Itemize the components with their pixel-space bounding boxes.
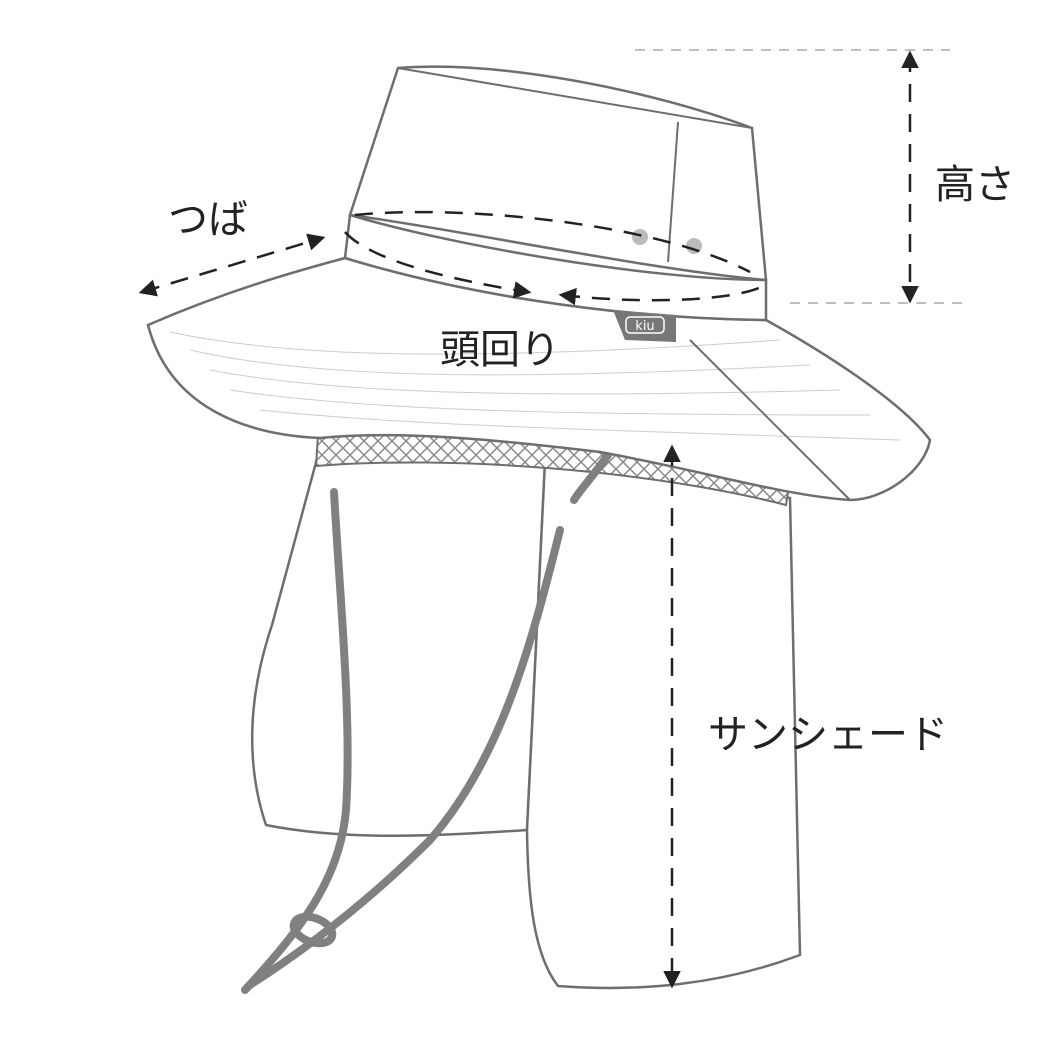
hat-band xyxy=(343,213,768,322)
height-guide-lines xyxy=(635,49,970,304)
head-circumference-label: 頭回り xyxy=(440,327,560,373)
sunshade-left-panel xyxy=(251,453,547,838)
head-circumference-back xyxy=(354,210,751,274)
brand-logo-tag: kiu xyxy=(613,310,676,342)
logo-text: kiu xyxy=(635,319,654,334)
sunshade-label: サンシェード xyxy=(708,712,948,758)
eyelet-icon xyxy=(632,229,648,245)
brim-label: つば xyxy=(168,197,248,243)
brim-stitching xyxy=(169,331,901,441)
head-circumference-arrow-right xyxy=(558,283,766,306)
brim-measure-arrow xyxy=(138,233,326,297)
head-circumference-arrow-left xyxy=(344,231,532,299)
height-label: 高さ xyxy=(935,162,1015,208)
chin-cord xyxy=(241,451,612,994)
eyelet-icon xyxy=(686,238,702,254)
